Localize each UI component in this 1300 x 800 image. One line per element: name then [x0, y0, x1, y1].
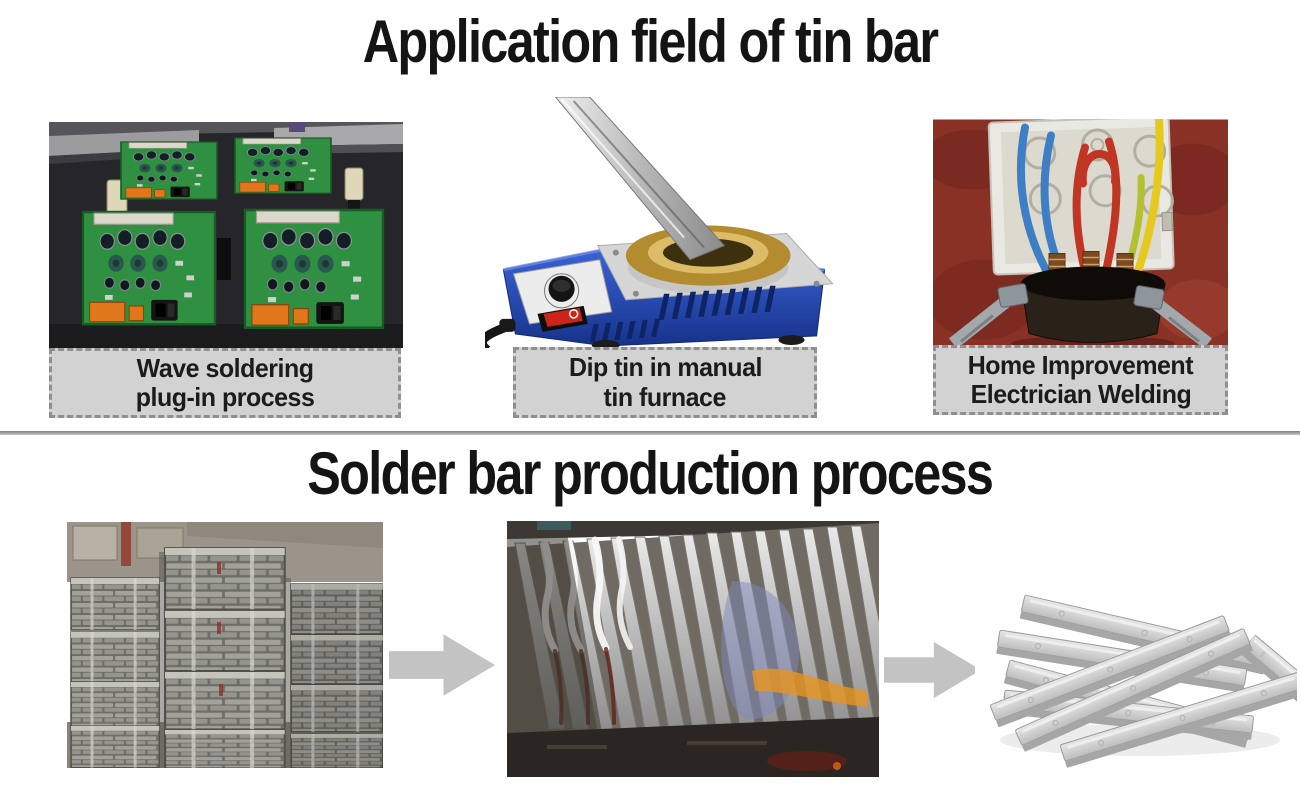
production-title: Solder bar production process — [0, 442, 1300, 505]
process-arrow-icon — [389, 634, 495, 696]
tin-ingot-stacks-illustration — [67, 522, 383, 768]
caption-tin-furnace: Dip tin in manual tin furnace — [513, 347, 817, 418]
caption-tin-furnace-line2: tin furnace — [603, 381, 727, 412]
application-title: Application field of tin bar — [0, 10, 1300, 73]
application-title-text: Application field of tin bar — [362, 8, 939, 75]
caption-tin-furnace-line1: Dip tin in manual — [568, 352, 762, 383]
production-title-text: Solder bar production process — [307, 440, 994, 507]
process-arrow-icon — [884, 638, 981, 702]
electrician-welding-photo — [933, 119, 1228, 347]
tin-ingot-stacks-photo — [67, 522, 383, 768]
caption-electrician-welding-line1: Home Improvement — [967, 349, 1194, 380]
solder-bar-molds-photo — [507, 521, 879, 777]
caption-wave-soldering-line1: Wave soldering — [136, 352, 314, 383]
arrow-right-icon — [389, 634, 495, 696]
finished-solder-bars-photo — [975, 540, 1297, 768]
arrow-right-icon — [884, 641, 981, 699]
caption-wave-soldering: Wave soldering plug-in process — [49, 348, 401, 418]
caption-electrician-welding-line2: Electrician Welding — [970, 379, 1191, 409]
solder-bar-molds-illustration — [507, 521, 879, 777]
tin-furnace-illustration — [485, 97, 834, 348]
manual-tin-furnace-photo — [485, 97, 847, 348]
section-divider — [0, 431, 1300, 435]
wave-soldering-photo — [49, 122, 403, 348]
wave-soldering-illustration — [49, 122, 403, 348]
caption-wave-soldering-line2: plug-in process — [135, 382, 315, 412]
finished-solder-bars-illustration — [975, 540, 1297, 768]
caption-electrician-welding: Home Improvement Electrician Welding — [933, 345, 1228, 415]
electrician-welding-illustration — [933, 119, 1228, 347]
